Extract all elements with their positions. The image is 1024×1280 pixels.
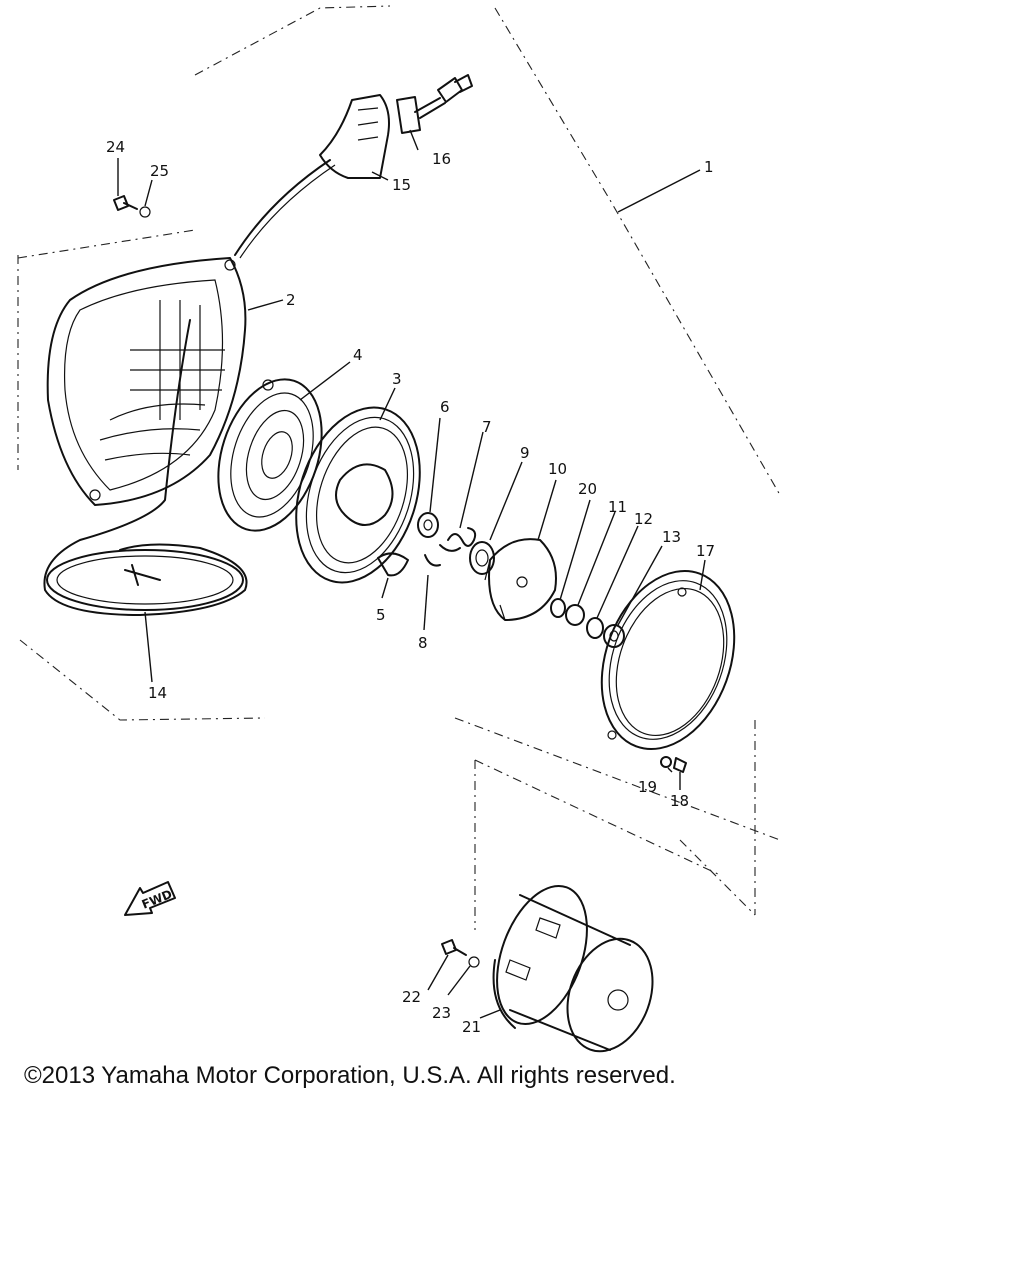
rope-reel (295, 406, 421, 584)
starter-pulley (492, 884, 654, 1053)
callout-7: 7 (482, 418, 492, 436)
callout-4: 4 (353, 346, 363, 364)
callout-10: 10 (548, 460, 567, 478)
callout-24: 24 (106, 138, 125, 156)
callout-6: 6 (440, 398, 450, 416)
fwd-label: FWD (140, 887, 174, 912)
callout-20: 20 (578, 480, 597, 498)
callout-14: 14 (148, 684, 167, 702)
small-washers-nut (550, 598, 625, 648)
callout-18: 18 (670, 792, 689, 810)
callout-5: 5 (376, 606, 386, 624)
callout-8: 8 (418, 634, 428, 652)
callout-23: 23 (432, 1004, 451, 1022)
callout-11: 11 (608, 498, 627, 516)
callout-3: 3 (392, 370, 402, 388)
callout-13: 13 (662, 528, 681, 546)
cover-ring (600, 569, 736, 751)
friction-plate (484, 538, 557, 621)
callout-17: 17 (696, 542, 715, 560)
callout-12: 12 (634, 510, 653, 528)
callout-9: 9 (520, 444, 530, 462)
screw-and-washer-18-19 (660, 756, 687, 773)
callout-1: 1 (704, 158, 714, 176)
callout-15: 15 (392, 176, 411, 194)
fwd-arrow-icon: FWD (124, 881, 176, 916)
callout-21: 21 (462, 1018, 481, 1036)
callout-19: 19 (638, 778, 657, 796)
exploded-parts-diagram: FWD 1 2 3 4 5 6 7 8 (17, 5, 781, 1053)
callout-25: 25 (150, 162, 169, 180)
callout-22: 22 (402, 988, 421, 1006)
bolt-and-washer-24-25 (113, 195, 151, 218)
callout-labels: 1 2 3 4 5 6 7 8 9 10 11 12 13 14 15 16 1… (106, 138, 715, 1036)
callout-16: 16 (432, 150, 451, 168)
leader-lines (117, 129, 706, 1019)
copyright-notice: ©2013 Yamaha Motor Corporation, U.S.A. A… (24, 1062, 676, 1089)
pawl-parts (377, 512, 495, 577)
starter-rope (43, 159, 336, 616)
bolt-and-washer-22-23 (441, 939, 480, 968)
boundary-lines (17, 5, 781, 930)
starter-housing (46, 257, 247, 506)
rope-handle (319, 74, 473, 179)
spring-case (217, 378, 323, 532)
callout-2: 2 (286, 291, 296, 309)
